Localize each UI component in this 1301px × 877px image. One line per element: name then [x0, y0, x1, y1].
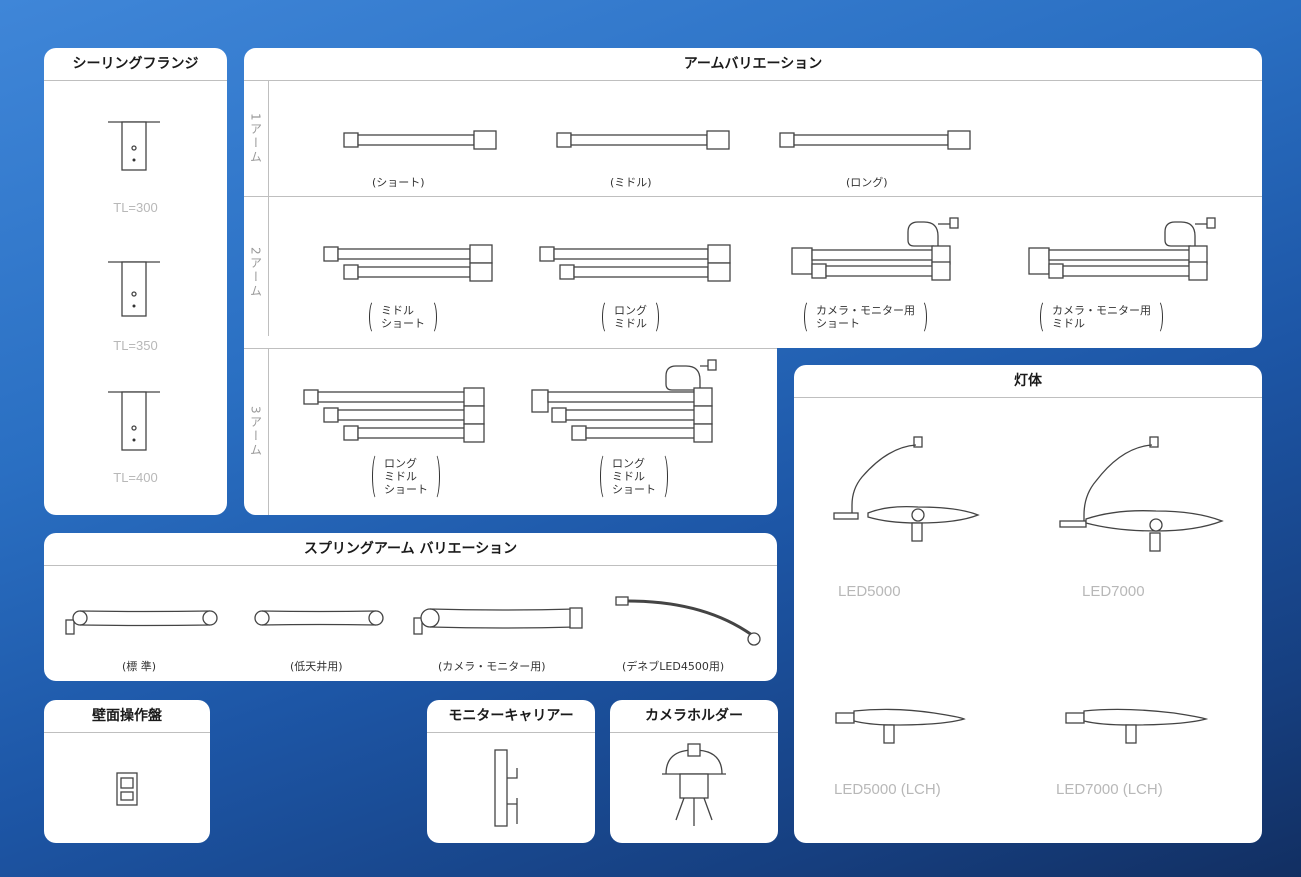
flange-300-drawing	[108, 121, 160, 171]
arm2-camera-middle-label: カメラ・モニター用ミドル	[1040, 300, 1163, 334]
led5000-drawing	[833, 436, 980, 542]
flange-350-drawing	[108, 261, 160, 317]
flange-400-label: TL=400	[113, 470, 158, 485]
monitor-carrier-drawing	[494, 749, 518, 827]
wall-panel-drawing	[116, 772, 138, 806]
arm-variation-panel: アームバリエーション 1アーム 2アーム (ショート) (ミドル) (ロング) …	[244, 48, 1262, 348]
spring-camera-label: (カメラ・モニター用)	[438, 660, 546, 673]
spring-low-ceiling-label: (低天井用)	[290, 660, 343, 673]
spring-standard-label: (標 準)	[122, 660, 157, 673]
led7000-label: LED7000	[1082, 583, 1145, 600]
arm3-long-middle-short-drawing	[303, 387, 485, 443]
flange-300-label: TL=300	[113, 200, 158, 215]
spring-arm-title: スプリングアーム バリエーション	[44, 533, 777, 566]
arm-short-drawing	[343, 130, 497, 150]
spring-arm-panel: スプリングアーム バリエーション (標 準) (低天井用) (カメラ・モニター用…	[44, 533, 777, 681]
ceiling-flange-title: シーリングフランジ	[44, 48, 227, 81]
led5000-lch-label: LED5000 (LCH)	[834, 781, 941, 798]
ceiling-flange-panel: シーリングフランジ TL=300 TL=350 TL=400	[44, 48, 227, 515]
camera-holder-panel: カメラホルダー	[610, 700, 778, 843]
arm2-long-middle-label: ロングミドル	[602, 300, 659, 334]
arm2-camera-short-label: カメラ・モニター用ショート	[804, 300, 927, 334]
arm2-middle-short-label: ミドルショート	[369, 300, 437, 334]
arm-short-label: (ショート)	[372, 176, 425, 189]
led5000-lch-drawing	[835, 708, 966, 744]
arm3-camera-drawing	[531, 359, 717, 443]
arm2-camera-middle-drawing	[1028, 217, 1216, 281]
wall-panel-title: 壁面操作盤	[44, 700, 210, 733]
lamp-body-panel: 灯体 LED5000 LED7000 LED5000 (LCH) LED7000…	[794, 365, 1262, 843]
arm2-long-middle-drawing	[539, 244, 731, 282]
spring-deneb-label: (デネブLED4500用)	[622, 660, 725, 673]
led7000-lch-label: LED7000 (LCH)	[1056, 781, 1163, 798]
arm2-camera-short-drawing	[791, 217, 959, 281]
flange-350-label: TL=350	[113, 338, 158, 353]
arm-variation-title: アームバリエーション	[244, 48, 1262, 81]
arm-variation-3arm-panel: 3アーム ロングミドルショート ロングミドルショート	[244, 336, 777, 515]
led5000-label: LED5000	[838, 583, 901, 600]
spring-low-ceiling-drawing	[254, 610, 384, 626]
lamp-body-title: 灯体	[794, 365, 1262, 398]
arm-long-drawing	[779, 130, 971, 150]
spring-deneb-drawing	[615, 596, 761, 646]
monitor-carrier-title: モニターキャリアー	[427, 700, 595, 733]
camera-holder-drawing	[662, 743, 726, 826]
arm-long-label: (ロング)	[846, 176, 888, 189]
row-label-2-arm: 2アーム	[244, 197, 269, 348]
led7000-lch-drawing	[1065, 708, 1209, 744]
row-label-1-arm: 1アーム	[244, 81, 269, 196]
arm3-long-middle-short-label: ロングミドルショート	[372, 453, 440, 500]
arm2-middle-short-drawing	[323, 244, 493, 282]
spring-camera-drawing	[413, 607, 583, 635]
monitor-carrier-panel: モニターキャリアー	[427, 700, 595, 843]
spring-standard-drawing	[65, 610, 218, 635]
row-label-3-arm: 3アーム	[244, 349, 269, 515]
arm-middle-drawing	[556, 130, 730, 150]
arm-middle-label: (ミドル)	[610, 176, 652, 189]
camera-holder-title: カメラホルダー	[610, 700, 778, 733]
wall-panel: 壁面操作盤	[44, 700, 210, 843]
led7000-drawing	[1059, 436, 1224, 552]
flange-400-drawing	[108, 391, 160, 451]
arm3-camera-label: ロングミドルショート	[600, 453, 668, 500]
